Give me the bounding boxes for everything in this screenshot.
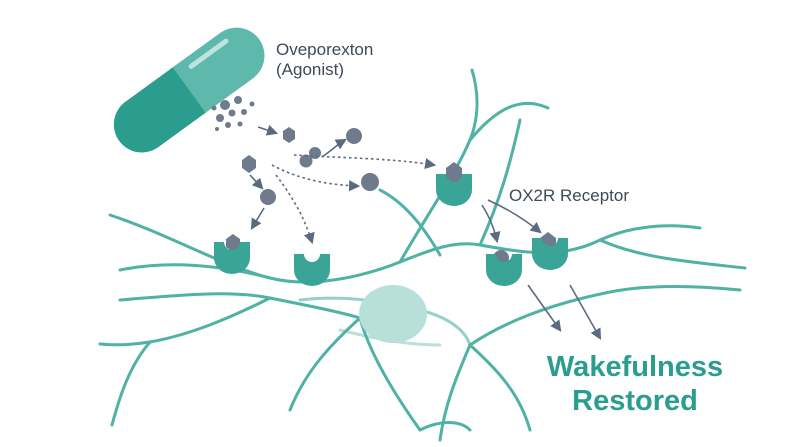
- drug-label: Oveporexton (Agonist): [276, 40, 373, 80]
- capsule-icon: [113, 27, 265, 153]
- nucleus: [359, 285, 427, 343]
- capsule-burst: [211, 96, 255, 131]
- outcome-line2: Restored: [572, 385, 698, 417]
- outcome-line1: Wakefulness: [546, 351, 724, 383]
- receptor-label: OX2R Receptor: [509, 186, 629, 205]
- drug-name: Oveporexton: [276, 40, 374, 59]
- arrows: [249, 124, 602, 340]
- outcome-label: Wakefulness Restored: [520, 350, 750, 418]
- drug-role: (Agonist): [276, 60, 345, 79]
